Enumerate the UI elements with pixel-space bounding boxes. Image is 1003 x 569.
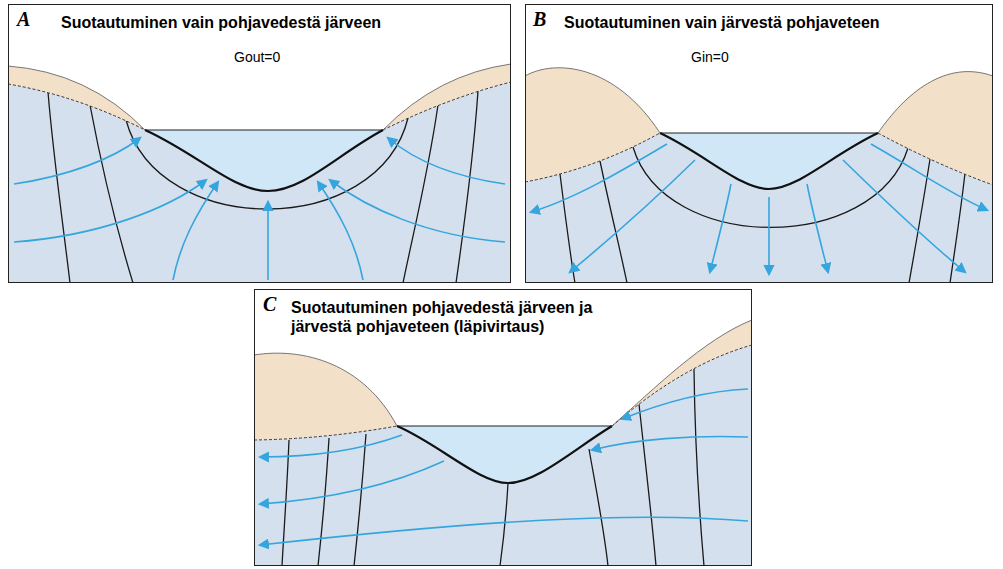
flow-arrow [622, 389, 748, 419]
lake-surface [397, 426, 612, 427]
flow-arrow [570, 160, 695, 272]
flow-arrow [14, 180, 206, 242]
unsaturated-hill [8, 66, 145, 130]
equipotential-line [694, 369, 704, 566]
ground-surface [525, 68, 660, 133]
panel-title: Suotautuminen vain pohjavedestä järveen [61, 13, 381, 32]
equipotential-line [403, 105, 438, 283]
ground-surface [254, 353, 397, 426]
lake-bed [145, 130, 383, 191]
flow-arrow [267, 202, 269, 280]
unsaturated-hill [254, 353, 397, 440]
panel-c-illustration [254, 320, 752, 566]
water-table [8, 84, 145, 130]
water-table [525, 133, 660, 182]
panel-frame: A Suotautuminen vain pohjavedestä järveen… [8, 4, 511, 283]
water-table [612, 345, 752, 426]
unsaturated-hill [878, 72, 993, 185]
flow-arrow [843, 160, 965, 272]
flow-arrow [807, 184, 828, 272]
flow-arrow [173, 182, 218, 280]
flux-condition: Gin=0 [691, 49, 729, 66]
flow-arrow [260, 435, 402, 457]
equipotential-lines [48, 91, 478, 283]
lake-water [145, 130, 383, 191]
ground-surface [878, 72, 993, 133]
ground-surface [8, 66, 145, 130]
saturated-ground [254, 345, 752, 566]
unsaturated-hill [612, 320, 752, 426]
equipotential-line [639, 404, 656, 566]
equipotential-line [354, 434, 366, 566]
equipotential-line [90, 105, 133, 283]
flow-arrows [260, 389, 748, 545]
panel-frame: C Suotautuminen pohjavedestä järveen ja j… [254, 289, 752, 566]
equipotential-line [456, 91, 478, 283]
flux-condition: Gout=0 [234, 49, 280, 66]
equipotential-line [500, 483, 508, 566]
flow-arrow [531, 144, 667, 212]
flow-arrow [592, 437, 748, 450]
flow-arrow [871, 144, 987, 210]
ground-surface [383, 64, 511, 130]
flow-arrow [388, 138, 505, 184]
panel-a-illustration [8, 64, 511, 283]
equipotential-line [589, 449, 608, 566]
lake-bed [397, 426, 612, 483]
lake-surface [660, 133, 878, 134]
lake-bed [660, 133, 878, 189]
flow-arrow [330, 180, 505, 242]
panel-frame: B Suotautuminen vain järvestä pohjaveteen… [525, 4, 993, 283]
flow-arrow [260, 517, 748, 545]
flow-arrow [768, 197, 770, 274]
lake-water [660, 133, 878, 189]
panel-title: Suotautuminen vain järvestä pohjaveteen [564, 13, 880, 32]
panel-letter: A [17, 8, 30, 30]
flow-arrows [531, 144, 987, 274]
ground-surface [612, 320, 752, 426]
equipotential-line [318, 438, 329, 566]
panel-letter: B [533, 8, 546, 30]
flow-arrow [260, 461, 444, 504]
flow-arrow [710, 184, 731, 272]
flow-arrow [14, 138, 140, 184]
panel-b-illustration [525, 68, 993, 283]
equipotential-line [560, 174, 575, 283]
saturated-ground [8, 82, 511, 283]
equipotential-line [126, 118, 408, 209]
flow-arrows [14, 138, 505, 280]
panel-letter: C [263, 293, 276, 315]
lake-surface [145, 130, 383, 131]
water-table [254, 426, 397, 440]
lake-water [397, 426, 612, 483]
equipotential-line [282, 440, 289, 566]
water-table [383, 82, 511, 130]
panel-title: Suotautuminen pohjavedestä järveen ja jä… [291, 298, 651, 336]
unsaturated-hill [383, 64, 511, 130]
equipotential-line [48, 92, 70, 283]
